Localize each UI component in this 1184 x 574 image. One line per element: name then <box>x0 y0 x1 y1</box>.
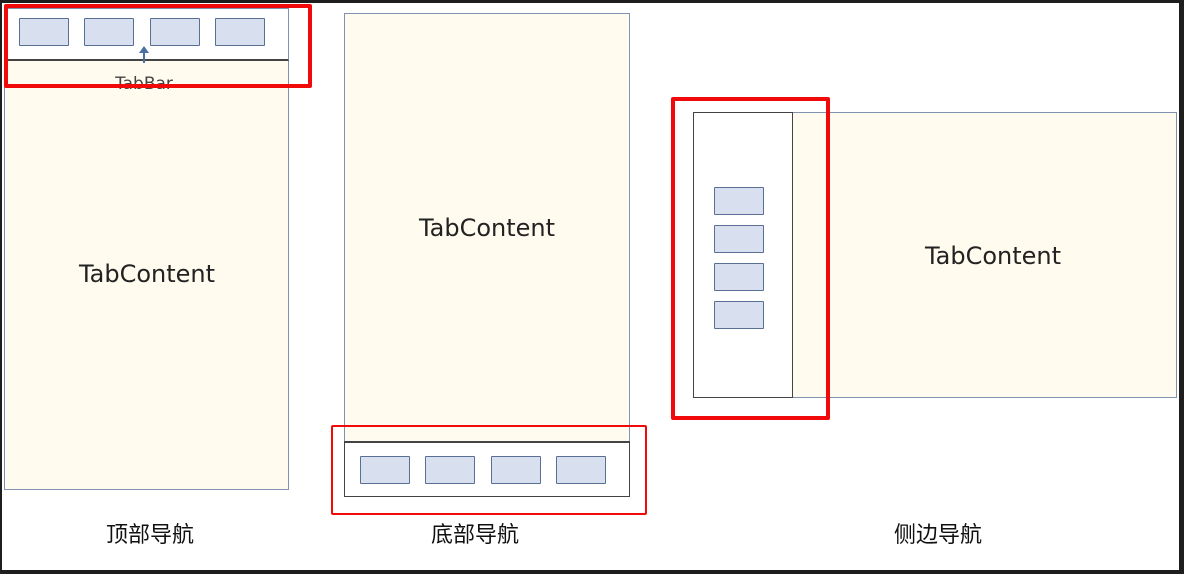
side-nav-tab-4[interactable] <box>714 301 764 329</box>
side-nav-tab-2[interactable] <box>714 225 764 253</box>
side-nav-highlight <box>671 97 830 420</box>
top-nav-tab-4[interactable] <box>215 18 265 46</box>
top-nav-content-label: TabContent <box>78 260 216 288</box>
bottom-nav-highlight <box>331 425 647 515</box>
bottom-nav-caption: 底部导航 <box>430 523 520 548</box>
arrow-up-icon <box>139 46 149 63</box>
top-nav-tab-2[interactable] <box>84 18 134 46</box>
top-nav-tab-content <box>4 8 289 490</box>
side-nav-tab-content <box>791 112 1177 398</box>
top-nav-highlight <box>4 4 312 88</box>
top-nav-tab-1[interactable] <box>19 18 69 46</box>
bottom-nav-tab-3[interactable] <box>491 456 541 484</box>
diagram-canvas: TabBar TabContent 顶部导航 TabContent 底部导航 T… <box>2 3 1179 570</box>
bottom-nav-tab-1[interactable] <box>360 456 410 484</box>
bottom-nav-tab-2[interactable] <box>425 456 475 484</box>
side-nav-tab-3[interactable] <box>714 263 764 291</box>
bottom-nav-tab-content <box>344 13 630 497</box>
bottom-nav-content-label: TabContent <box>418 214 556 242</box>
side-nav-tab-bar <box>693 112 793 398</box>
bottom-nav-tab-4[interactable] <box>556 456 606 484</box>
top-nav-caption: 顶部导航 <box>105 523 195 548</box>
side-nav-caption: 侧边导航 <box>893 523 983 548</box>
side-nav-tab-1[interactable] <box>714 187 764 215</box>
side-nav-content-label: TabContent <box>924 242 1062 270</box>
top-nav-tab-3[interactable] <box>150 18 200 46</box>
